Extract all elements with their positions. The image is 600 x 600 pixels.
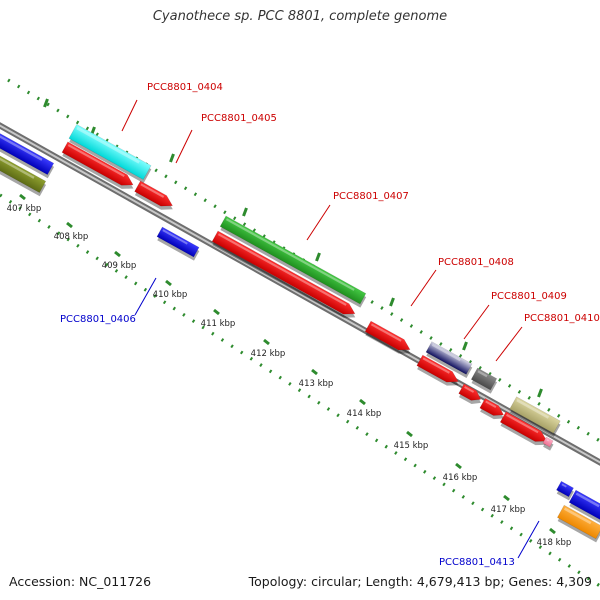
gene-feature-0408[interactable] xyxy=(364,320,415,358)
kbp-tick-label: 407 kbp xyxy=(7,204,42,214)
outer-ruler-tick xyxy=(315,252,321,262)
gene-label-leader xyxy=(134,277,157,316)
kbp-tick-label: 409 kbp xyxy=(102,261,137,271)
kbp-tick-label: 415 kbp xyxy=(394,441,429,451)
inner-ruler-tick xyxy=(213,308,220,316)
kbp-tick-label: 408 kbp xyxy=(54,232,89,242)
gene-label-leader xyxy=(463,304,490,340)
outer-ruler-tick xyxy=(537,388,543,398)
gene-label[interactable]: PCC8801_0407 xyxy=(333,191,409,202)
kbp-tick-label: 414 kbp xyxy=(347,409,382,419)
gene-label[interactable]: PCC8801_0413 xyxy=(439,557,515,568)
inner-ruler-tick xyxy=(19,193,26,201)
kbp-tick-label: 412 kbp xyxy=(251,349,286,359)
inner-ruler-tick xyxy=(165,279,172,287)
genome-backbone xyxy=(0,122,600,466)
accession-text: Accession: NC_011726 xyxy=(9,574,152,589)
gene-feature-0405[interactable] xyxy=(133,180,177,214)
gene-label-leader xyxy=(121,99,138,132)
genome-summary-text: Topology: circular; Length: 4,679,413 bp… xyxy=(248,574,592,589)
inner-ruler-tick xyxy=(549,527,556,535)
kbp-tick-label: 411 kbp xyxy=(201,319,236,329)
gene-label-leader xyxy=(517,520,540,559)
outer-ruler-tick xyxy=(242,207,248,217)
gene-feature-0410[interactable] xyxy=(499,411,552,450)
gene-feature-0413b[interactable] xyxy=(568,489,600,526)
gene-label-leader xyxy=(306,204,331,241)
gene-feature-0410b[interactable] xyxy=(478,397,508,423)
gene-label[interactable]: PCC8801_0405 xyxy=(201,113,277,124)
kbp-tick-label: 418 kbp xyxy=(537,538,572,548)
gene-feature-left-blue[interactable] xyxy=(0,128,56,179)
kbp-tick-label: 410 kbp xyxy=(153,290,188,300)
outer-ruler-tick xyxy=(169,153,175,163)
gene-label[interactable]: PCC8801_0410 xyxy=(524,313,600,324)
kbp-tick-label: 413 kbp xyxy=(299,379,334,389)
inner-ruler-tick xyxy=(311,368,318,376)
inner-ruler-tick xyxy=(503,494,510,502)
gene-feature-0407-green[interactable] xyxy=(219,215,368,308)
gene-label[interactable]: PCC8801_0404 xyxy=(147,82,223,93)
gene-feature-0404-red[interactable] xyxy=(61,141,138,194)
inner-ruler-tick xyxy=(455,462,462,470)
kbp-tick-label: 416 kbp xyxy=(443,473,478,483)
gene-feature-0407[interactable] xyxy=(211,230,360,323)
gene-feature-0404[interactable] xyxy=(67,123,152,184)
inner-ruler-tick xyxy=(263,338,270,346)
outer-ruler-tick xyxy=(462,341,468,351)
gene-feature-0410a[interactable] xyxy=(457,383,485,408)
gene-feature-0409-box[interactable] xyxy=(425,341,474,378)
gene-feature-0413a[interactable] xyxy=(555,480,575,501)
gene-label-leader xyxy=(175,129,193,164)
kbp-tick-label: 417 kbp xyxy=(491,505,526,515)
gene-feature-0409b[interactable] xyxy=(470,367,499,394)
gene-feature-left-olive[interactable] xyxy=(0,146,48,197)
inner-ruler-tick xyxy=(406,430,413,438)
gene-label[interactable]: PCC8801_0409 xyxy=(491,291,567,302)
map-title: Cyanothece sp. PCC 8801, complete genome xyxy=(152,9,448,24)
inner-ruler-tick xyxy=(66,221,73,229)
inner-ruler-tick xyxy=(114,250,121,258)
gene-feature-pink[interactable] xyxy=(541,436,555,451)
outer-ruler-tick xyxy=(389,297,395,307)
gene-label-leader xyxy=(410,269,437,307)
gene-feature-0409[interactable] xyxy=(415,354,463,390)
gene-label[interactable]: PCC8801_0406 xyxy=(60,314,136,325)
gene-feature-0410-box[interactable] xyxy=(508,396,562,437)
gene-feature-0413-orange[interactable] xyxy=(556,504,600,543)
gene-label[interactable]: PCC8801_0408 xyxy=(438,257,514,268)
inner-ruler-line xyxy=(0,193,600,588)
gene-label-leader xyxy=(495,326,523,362)
inner-ruler-tick xyxy=(359,398,366,406)
outer-ruler-tick xyxy=(43,98,49,108)
gene-feature-0406[interactable] xyxy=(156,226,201,261)
